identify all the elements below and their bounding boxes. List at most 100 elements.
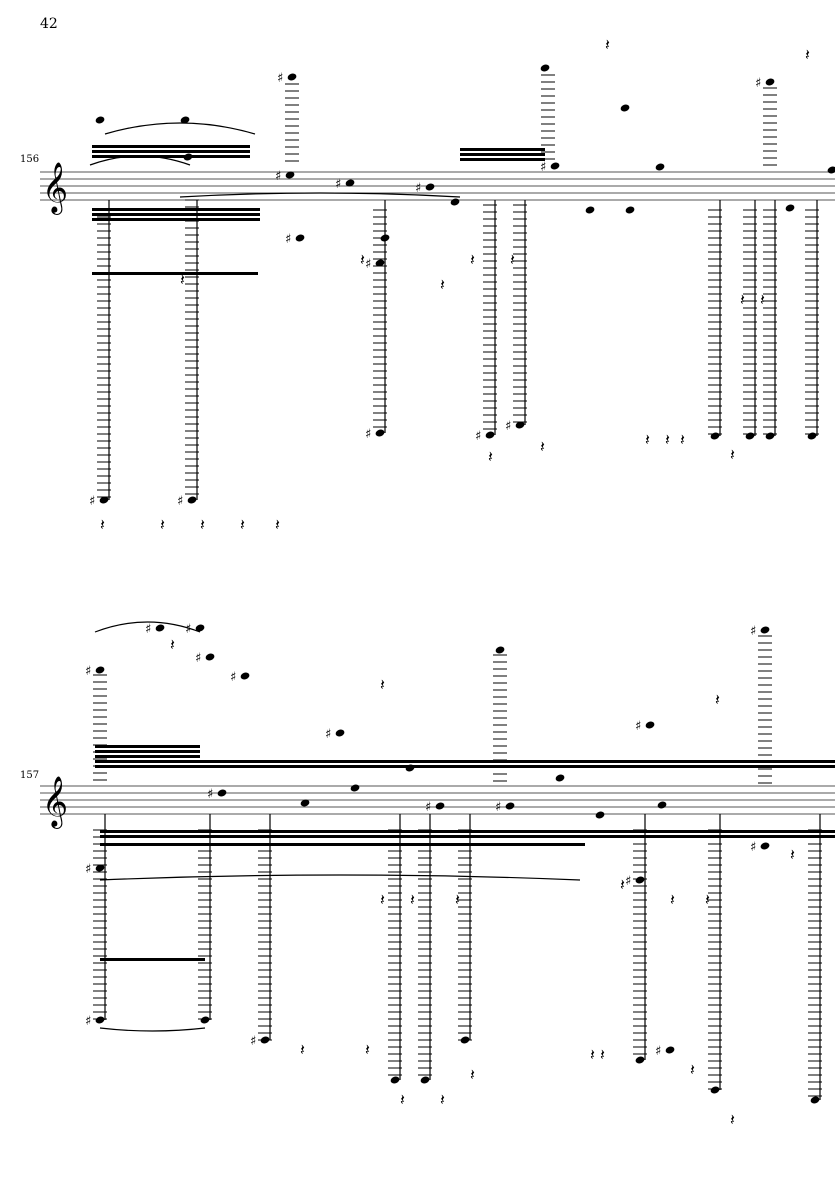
beam <box>92 208 260 211</box>
rest-icon: 𝄽 <box>180 270 185 289</box>
sharp-icon: ♯ <box>89 494 95 509</box>
rest-icon: 𝄽 <box>645 430 650 449</box>
notehead <box>450 198 460 206</box>
beam <box>95 745 200 748</box>
beam <box>100 843 585 846</box>
sharp-icon: ♯ <box>325 727 331 742</box>
notehead <box>657 801 667 809</box>
sharp-icon: ♯ <box>505 419 511 434</box>
beam <box>95 760 835 763</box>
sharp-icon: ♯ <box>495 800 501 815</box>
measure-number-156: 156 <box>20 154 40 165</box>
notehead <box>505 802 515 810</box>
treble-clef-icon: 𝄞 <box>42 162 68 215</box>
notehead <box>620 104 630 112</box>
notehead <box>187 496 197 504</box>
rest-icon: 𝄽 <box>380 890 385 909</box>
beam <box>100 830 835 833</box>
beam <box>460 148 545 151</box>
notehead <box>287 73 297 81</box>
rest-icon: 𝄽 <box>690 1060 695 1079</box>
slur <box>89 155 191 166</box>
rest-icon: 𝄽 <box>365 1040 370 1059</box>
notehead <box>390 1076 400 1084</box>
slur <box>99 874 581 881</box>
notehead <box>155 624 165 632</box>
sharp-icon: ♯ <box>365 257 371 272</box>
sharp-icon: ♯ <box>285 232 291 247</box>
beam <box>100 835 835 838</box>
rest-icon: 𝄽 <box>730 445 735 464</box>
sharp-icon: ♯ <box>195 651 201 666</box>
sharp-icon: ♯ <box>625 874 631 889</box>
rest-icon: 𝄽 <box>730 1110 735 1129</box>
notehead <box>555 774 565 782</box>
notehead <box>515 421 525 429</box>
rest-icon: 𝄽 <box>805 45 810 64</box>
rest-icon: 𝄽 <box>680 430 685 449</box>
notehead <box>550 162 560 170</box>
sharp-icon: ♯ <box>145 622 151 637</box>
rest-icon: 𝄽 <box>705 890 710 909</box>
rest-icon: 𝄽 <box>380 675 385 694</box>
beam <box>95 765 835 768</box>
notehead <box>200 1016 210 1024</box>
notehead <box>95 666 105 674</box>
beam <box>460 158 545 161</box>
rest-icon: 𝄽 <box>670 890 675 909</box>
sharp-icon: ♯ <box>335 177 341 192</box>
rest-icon: 𝄽 <box>488 447 493 466</box>
beam <box>92 145 250 148</box>
notehead <box>435 802 445 810</box>
rest-icon: 𝄽 <box>600 1045 605 1064</box>
rest-icon: 𝄽 <box>360 250 365 269</box>
notehead <box>205 653 215 661</box>
notehead <box>785 204 795 212</box>
notehead <box>95 864 105 872</box>
slur <box>104 122 256 135</box>
rest-icon: 𝄽 <box>400 1090 405 1109</box>
beam <box>92 150 250 153</box>
notehead <box>345 179 355 187</box>
rest-icon: 𝄽 <box>455 890 460 909</box>
sharp-icon: ♯ <box>185 622 191 637</box>
rest-icon: 𝄽 <box>200 515 205 534</box>
notehead <box>760 626 770 634</box>
sharp-icon: ♯ <box>755 76 761 91</box>
notehead <box>810 1096 820 1104</box>
rest-icon: 𝄽 <box>740 290 745 309</box>
rest-icon: 𝄽 <box>760 290 765 309</box>
notehead <box>375 259 385 267</box>
rest-icon: 𝄽 <box>665 430 670 449</box>
notehead <box>95 1016 105 1024</box>
notehead <box>420 1076 430 1084</box>
rest-icon: 𝄽 <box>440 275 445 294</box>
notehead <box>585 206 595 214</box>
sharp-icon: ♯ <box>750 840 756 855</box>
rest-icon: 𝄽 <box>715 690 720 709</box>
slur <box>99 1027 206 1032</box>
notehead <box>635 1056 645 1064</box>
rest-icon: 𝄽 <box>510 250 515 269</box>
beam <box>460 153 545 156</box>
sharp-icon: ♯ <box>207 787 213 802</box>
notehead <box>645 721 655 729</box>
rest-icon: 𝄽 <box>440 1090 445 1109</box>
notehead <box>655 163 665 171</box>
sharp-icon: ♯ <box>415 181 421 196</box>
rest-icon: 𝄽 <box>470 250 475 269</box>
sharp-icon: ♯ <box>85 664 91 679</box>
notehead <box>335 729 345 737</box>
treble-clef-icon: 𝄞 <box>42 776 68 829</box>
notehead <box>710 432 720 440</box>
rest-icon: 𝄽 <box>470 1065 475 1084</box>
notehead <box>285 171 295 179</box>
beam <box>100 958 205 961</box>
rest-icon: 𝄽 <box>240 515 245 534</box>
notehead <box>495 646 505 654</box>
sharp-icon: ♯ <box>425 800 431 815</box>
rest-icon: 𝄽 <box>605 35 610 54</box>
sharp-icon: ♯ <box>177 494 183 509</box>
notehead <box>195 624 205 632</box>
rest-icon: 𝄽 <box>540 437 545 456</box>
